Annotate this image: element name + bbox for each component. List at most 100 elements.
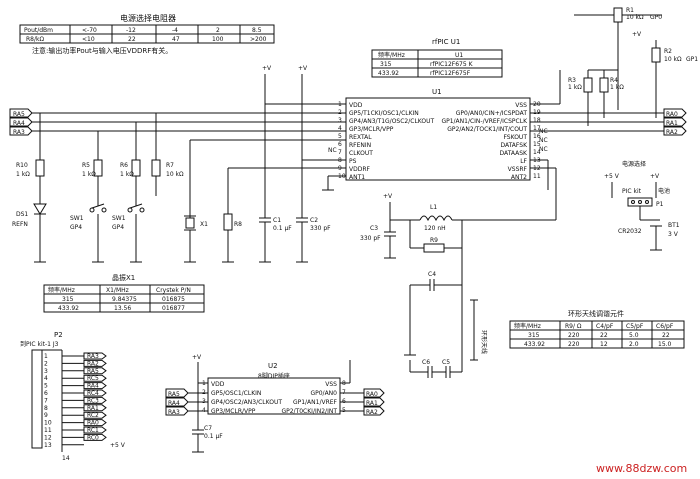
at-r1c4: 15.0: [658, 341, 672, 348]
r2-value: 10 kΩ: [664, 56, 682, 63]
p2-pin-label: RC3: [87, 397, 99, 404]
u1-pin-name: REXTAL: [349, 134, 372, 141]
r1-value: 10 kΩ: [626, 14, 644, 21]
rt-h2: -12: [126, 27, 136, 34]
crystal-table: 晶振X1 频率/MHz X1/MHz Crystek P/N 315 9.843…: [43, 273, 205, 313]
r3-ref: R3: [568, 77, 576, 84]
rt-r5: >200: [250, 36, 267, 43]
antenna-table-title: 环形天线调谐元件: [568, 309, 624, 318]
u1-pin-name: ANT2: [511, 174, 527, 181]
ct-r1c2: 016877: [162, 305, 185, 312]
p2-pin-label: RC4: [87, 390, 99, 397]
power-select-title: 电源选择: [622, 160, 646, 168]
vplus-2: +V: [298, 65, 308, 72]
battery-label: 电池: [658, 187, 670, 195]
at-r1c0: 433.92: [524, 341, 545, 348]
rfpic-table: rfPIC U1 频率/MHz U1 315 rfPIC12F675 K 433…: [371, 38, 503, 78]
v5-label: +5 V: [604, 173, 620, 180]
osc-components: X1 R8 C1 0.1 µF C2 330 pF: [184, 104, 346, 263]
p2-pin-num: 7: [44, 397, 48, 404]
u1-nc-3: NC: [539, 146, 548, 153]
pickit-label: PIC kit: [622, 188, 642, 195]
p2-pin-label: RA5: [87, 368, 99, 375]
ct-h1: X1/MHz: [106, 287, 129, 294]
ds1-label: REFN: [12, 221, 28, 228]
at-h4: C6/pF: [656, 323, 674, 330]
u1-pin-num: 2: [338, 109, 342, 116]
rbus-ra0: RA0: [666, 111, 678, 118]
r5-ref: R5: [82, 162, 90, 169]
crystal-table-title: 晶振X1: [112, 273, 135, 282]
u2bus-ra5: RA5: [168, 391, 180, 398]
resistor-table-note: 注意:输出功率Pout与输入电压VDDRF有关。: [32, 46, 172, 55]
ct-r0c1: 9.84375: [112, 296, 137, 303]
left-bus: RA5 RA4 RA3: [9, 108, 346, 136]
ct-r1c0: 433.92: [58, 305, 79, 312]
u2bus-ra1: RA1: [366, 400, 378, 407]
u1-pin-num: 15: [533, 141, 541, 148]
bus-ra3: RA3: [13, 129, 25, 136]
sw1b-label: GP4: [112, 224, 124, 231]
ct-r0c0: 315: [62, 296, 74, 303]
right-bus: RA0 RA1 RA2: [530, 70, 687, 220]
p2-pin-num: 4: [44, 375, 48, 382]
r6-value: 1 kΩ: [120, 171, 134, 178]
rt-r3: 47: [172, 36, 180, 43]
vplus-u2: +V: [192, 354, 202, 361]
antenna-section: +V L1 120 nH C3 330 pF R9 C4 C6: [360, 193, 556, 378]
u1-pin-name: RFENIN: [349, 142, 371, 149]
cr2032-label: CR2032: [618, 228, 642, 235]
u2-pin-name: VDD: [211, 381, 225, 388]
p2-pin-num: 9: [44, 412, 48, 419]
rfpic-r0c1: rfPIC12F675 K: [430, 61, 474, 68]
resistor-table: 电源选择电阻器 Pout/dBm <-70 -12 -4 2 8.5 R8/kΩ…: [19, 13, 275, 55]
u1-pin-num: 5: [338, 133, 342, 140]
sw1a-ref: SW1: [70, 215, 84, 222]
u1-chip: U1 VDD1GP5/T1CKI/OSC1/CLKIN2GP4/AN3/T1G/…: [328, 88, 548, 181]
r3-value: 1 kΩ: [568, 84, 582, 91]
p2-pin-num: 2: [44, 360, 48, 367]
p2-pin-label: RC1: [87, 427, 99, 434]
rt-h5: 8.5: [252, 27, 262, 34]
ct-r1c1: 13.56: [114, 305, 131, 312]
p2-pin-label: RA4: [87, 383, 99, 390]
loop-antenna-label: 环形天线: [480, 330, 488, 354]
ds1-ref: DS1: [16, 211, 28, 218]
u1-pin-name: LF: [520, 158, 527, 165]
u2-socket: +V U2 8脚DIP插座 VDD1GP5/OSC1/CLKIN2GP4/OSC…: [165, 354, 385, 453]
p2-last-pin: 14: [62, 455, 70, 462]
r7-ref: R7: [166, 162, 174, 169]
p2-pin-label: RA2: [87, 360, 99, 367]
u1-pin-name: GP2/AN2/TOCK1/INT/COUT: [447, 126, 527, 133]
u2-pin-name: GP1/AN1/VREF: [293, 399, 338, 406]
u1-pin-num: 8: [338, 157, 342, 164]
c6-label: C6: [422, 359, 430, 366]
rfpic-table-title: rfPIC U1: [432, 38, 460, 46]
u1-pin-num: 16: [533, 133, 541, 140]
p2-pin-label: RC2: [87, 412, 99, 419]
at-r0c3: 5.0: [629, 332, 639, 339]
at-r1c2: 12: [600, 341, 608, 348]
u1-pin-name: DATAASK: [500, 150, 529, 157]
p2-pin-num: 13: [44, 442, 52, 449]
p2-pin-label: RA0: [87, 420, 99, 427]
bus-ra5: RA5: [13, 111, 25, 118]
p2-pin-num: 11: [44, 427, 52, 434]
rt-h4: 2: [216, 27, 220, 34]
left-components: R10 1 kΩ DS1 REFN R5 1 kΩ SW1 GP4 R6 1 k…: [12, 113, 184, 263]
p2-label: 到PIC kit-1 J3: [20, 341, 59, 348]
r6-ref: R6: [120, 162, 128, 169]
at-r1c3: 2.0: [629, 341, 639, 348]
vplus-1: +V: [262, 65, 272, 72]
l1-ref: L1: [430, 204, 437, 211]
vplus-3: +V: [383, 193, 393, 200]
resistor-table-title: 电源选择电阻器: [120, 13, 176, 23]
antenna-table: 环形天线调谐元件 频率/MHz R9/ Ω C4/pF C5/pF C6/pF …: [509, 309, 685, 349]
r8-label: R8: [234, 221, 242, 228]
p2-pin-num: 10: [44, 420, 52, 427]
u2bus-ra2: RA2: [366, 409, 378, 416]
u1-pin-name: GP1/AN1/CIN-/VREF/ICSPCLK: [441, 118, 528, 125]
r10-value: 1 kΩ: [16, 171, 30, 178]
power-select: 电源选择 +5 V +V PIC kit 电池 P1 BT1 3 V CR203…: [604, 160, 680, 251]
